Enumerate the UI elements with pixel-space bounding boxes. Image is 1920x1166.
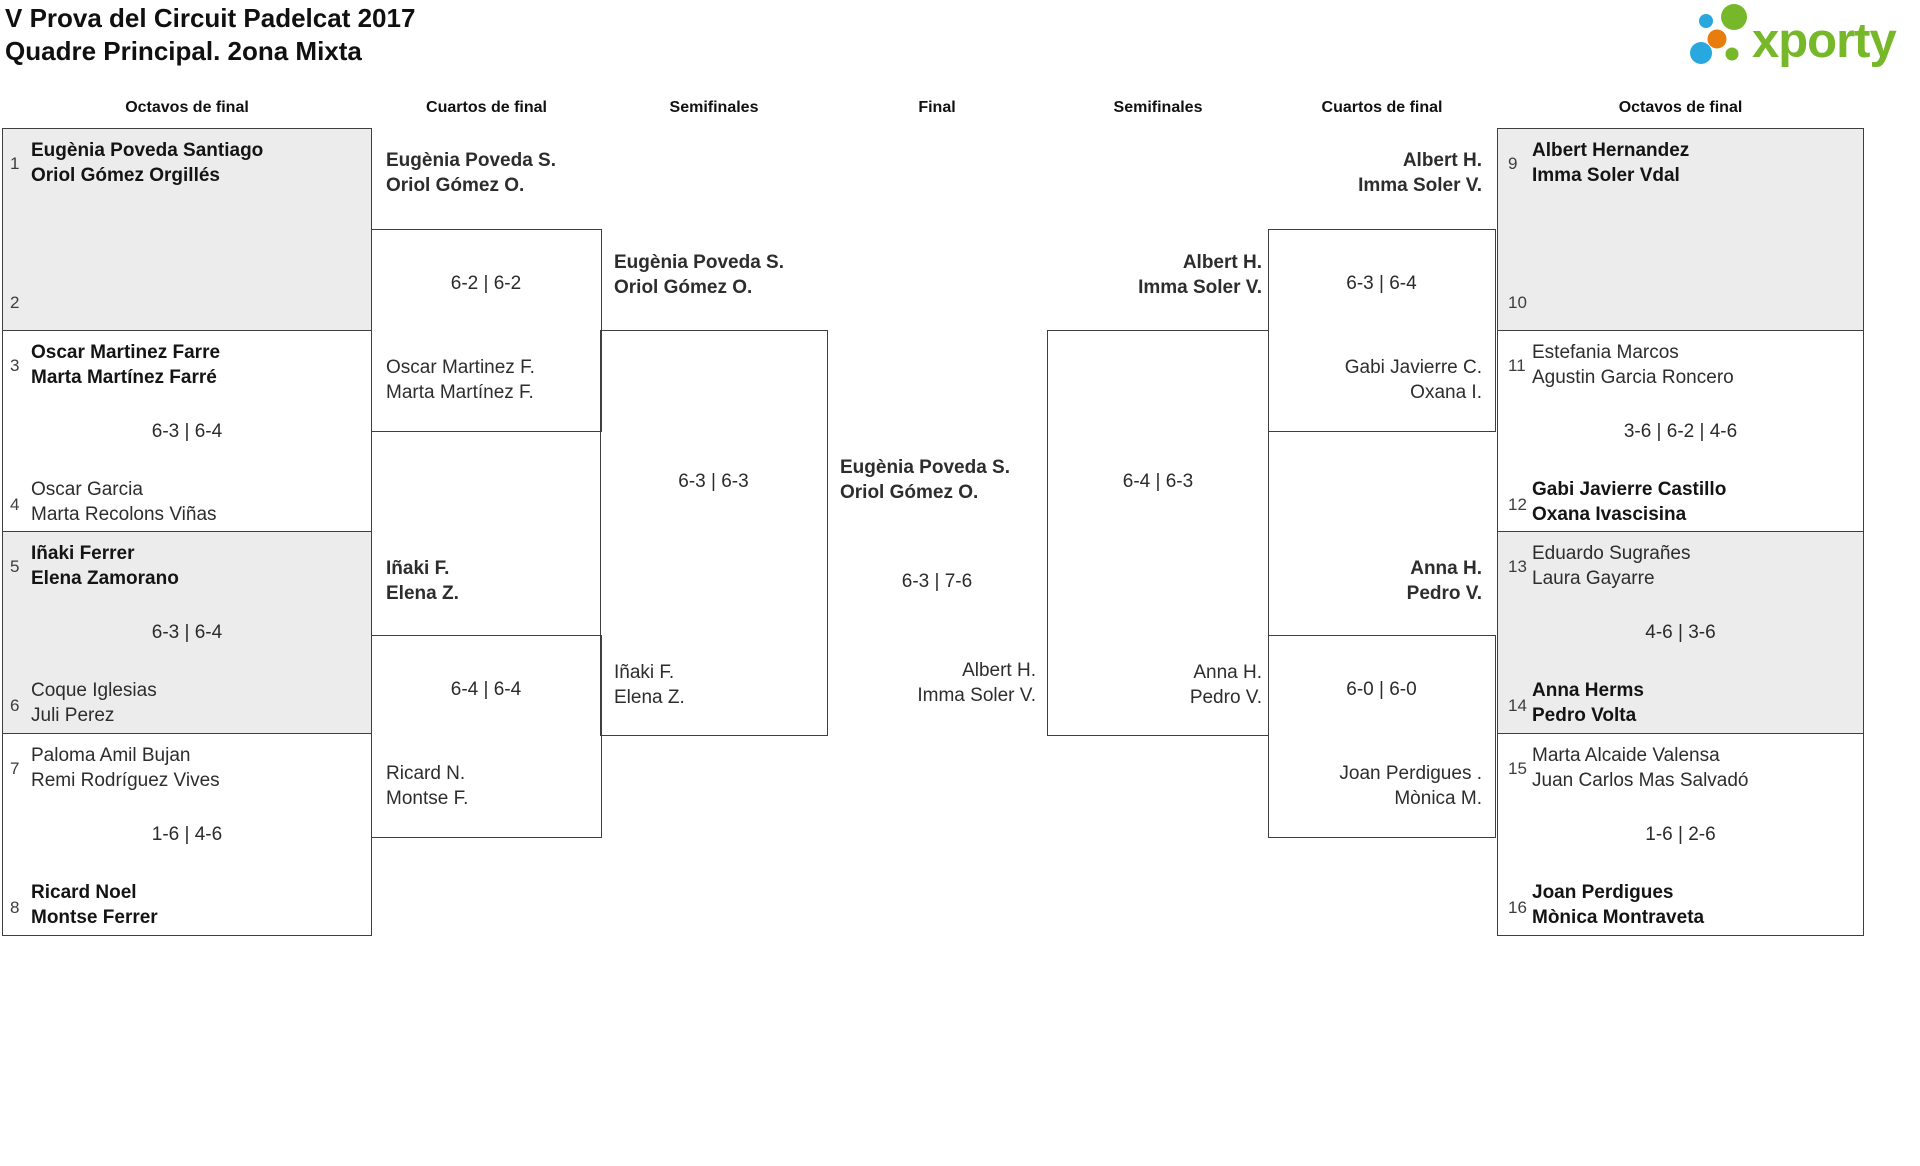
quarterfinal-box-right-bottom: 6-0 | 6-0 [1267,635,1496,838]
round-header-cuartos-right: Cuartos de final [1321,99,1443,116]
match-score: 1-6 | 2-6 [1645,823,1716,845]
logo-dots-icon [1690,4,1747,64]
match-box-1-2: 1 Eugènia Poveda Santiago Oriol Gómez Or… [2,128,372,331]
tournament-title: V Prova del Circuit Padelcat 2017 Quadre… [5,2,415,68]
match-score: 3-6 | 6-2 | 4-6 [1623,420,1738,442]
round-header-final: Final [918,99,956,116]
seed-number: 9 [1508,154,1518,173]
xporty-logo[interactable]: xporty [1686,0,1916,76]
team-name: Eugènia Poveda Santiago Oriol Gómez Orgi… [31,140,264,186]
seed-number: 3 [10,355,20,375]
seed-number: 4 [10,494,20,514]
team-name: Eugènia Poveda S. Oriol Gómez O. [614,252,784,298]
match-score: 6-3 | 6-4 [151,622,223,643]
team-name: Albert H. Imma Soler V. [1358,150,1482,196]
team-name: Joan Perdigues Mònica Montraveta [1532,881,1705,928]
round-header-semis-left: Semifinales [669,99,759,116]
team-name: Iñaki F. Elena Z. [614,662,685,708]
team-name: Anna H. Pedro V. [1189,662,1262,708]
round-header-cuartos-left: Cuartos de final [426,99,547,116]
seed-number: 6 [10,696,20,715]
seed-number: 2 [10,293,20,312]
semifinal-box-left: 6-3 | 6-3 [599,330,828,736]
match-score: 4-6 | 3-6 [1645,622,1716,643]
team-name: Eugènia Poveda S. Oriol Gómez O. [386,150,556,196]
match-score: 6-3 | 6-4 [151,420,223,442]
tournament-title-line2: Quadre Principal. 2ona Mixta [5,36,362,66]
seed-number: 15 [1508,758,1527,778]
team-name: Albert H. Imma Soler V. [1138,252,1262,298]
match-score: 6-2 | 6-2 [450,273,522,294]
final-match-score: 6-3 | 7-6 [901,571,973,592]
octavos-left-column: 1 Eugènia Poveda Santiago Oriol Gómez Or… [2,128,372,936]
team-name: Anna Herms Pedro Volta [1532,680,1644,726]
semifinal-box-right: 6-4 | 6-3 [1047,330,1269,736]
round-header-octavos-right: Octavos de final [1618,99,1743,116]
team-name: Joan Perdigues . Mònica M. [1339,763,1482,809]
octavos-right-column: 9 Albert Hernandez Imma Soler Vdal 10 11… [1497,128,1864,936]
logo-brand-text: xporty [1752,14,1897,68]
match-box-9-10: 9 Albert Hernandez Imma Soler Vdal 10 [1497,128,1864,331]
team-name: Gabi Javierre Castillo Oxana Ivascisina [1532,478,1727,525]
team-name: Anna H. Pedro V. [1406,558,1482,604]
seed-number: 8 [10,897,20,917]
team-name: Paloma Amil Bujan Remi Rodríguez Vives [31,744,220,791]
team-name: Iñaki Ferrer Elena Zamorano [31,543,179,589]
team-name: Oscar Martinez F. Marta Martínez F. [386,357,535,403]
team-name: Albert Hernandez Imma Soler Vdal [1532,140,1690,186]
match-box-13-14: 13 Eduardo Sugrañes Laura Gayarre 4-6 | … [1497,531,1864,734]
round-header-semis-right: Semifinales [1113,99,1203,116]
match-box-5-6: 5 Iñaki Ferrer Elena Zamorano 6-3 | 6-4 … [2,531,372,734]
team-name: Oscar Martinez Farre Marta Martínez Farr… [31,341,221,388]
seed-number: 7 [10,758,20,778]
match-box-11-12: 11 Estefania Marcos Agustin Garcia Ronce… [1497,329,1864,533]
seed-number: 11 [1508,355,1526,375]
seed-number: 13 [1508,557,1527,576]
team-name: Coque Iglesias Juli Perez [31,680,157,726]
team-name: Ricard N. Montse F. [386,763,469,809]
match-score: 6-4 | 6-4 [450,679,522,700]
team-name: Gabi Javierre C. Oxana I. [1344,357,1482,403]
match-score: 6-4 | 6-3 [1122,471,1194,492]
seed-number: 5 [10,557,20,576]
team-name: Iñaki F. Elena Z. [386,558,459,604]
final-winner-team-name: Eugènia Poveda S. Oriol Gómez O. [840,457,1010,503]
final-runnerup-team-name: Albert H. Imma Soler V. [917,660,1036,706]
seed-number: 16 [1508,897,1527,917]
quarterfinal-box-left-bottom: 6-4 | 6-4 [370,635,602,838]
match-score: 6-0 | 6-0 [1346,679,1417,700]
match-box-7-8: 7 Paloma Amil Bujan Remi Rodríguez Vives… [2,732,372,936]
match-score: 6-3 | 6-4 [1346,273,1417,294]
team-name: Oscar Garcia Marta Recolons Viñas [31,478,217,525]
match-box-15-16: 15 Marta Alcaide Valensa Juan Carlos Mas… [1497,732,1864,936]
quarterfinal-box-right-top: 6-3 | 6-4 [1267,229,1496,432]
match-score: 6-3 | 6-3 [678,471,749,492]
seed-number: 14 [1508,696,1527,715]
seed-number: 12 [1508,494,1527,514]
match-box-3-4: 3 Oscar Martinez Farre Marta Martínez Fa… [2,329,372,533]
team-name: Estefania Marcos Agustin Garcia Roncero [1532,341,1734,388]
team-name: Marta Alcaide Valensa Juan Carlos Mas Sa… [1532,744,1749,791]
seed-number: 1 [10,154,20,173]
seed-number: 10 [1508,293,1527,312]
round-header-octavos-left: Octavos de final [125,99,249,116]
match-score: 1-6 | 4-6 [151,823,223,845]
team-name: Eduardo Sugrañes Laura Gayarre [1532,543,1691,589]
tournament-title-line1: V Prova del Circuit Padelcat 2017 [5,3,416,33]
team-name: Ricard Noel Montse Ferrer [31,881,158,928]
